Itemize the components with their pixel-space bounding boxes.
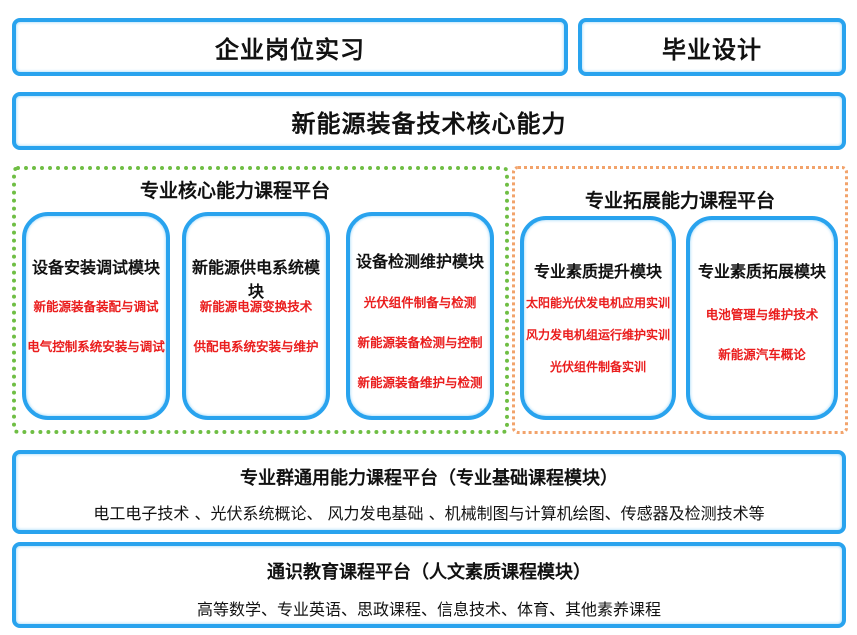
module-title: 设备检测维护模块 bbox=[355, 252, 484, 271]
liberal-platform-box: 通识教育课程平台（人文素质课程模块） 高等数学、专业英语、思政课程、信息技术、体… bbox=[12, 542, 846, 628]
module-title: 专业素质拓展模块 bbox=[697, 262, 826, 281]
graduation-label: 毕业设计 bbox=[662, 35, 762, 64]
module-item: 新能源装备装配与调试 bbox=[33, 299, 159, 314]
module-title: 专业素质提升模块 bbox=[533, 262, 662, 281]
module-title: 新能源供电系统模块 bbox=[191, 258, 320, 301]
module-item: 新能源汽车概论 bbox=[718, 347, 806, 362]
module-item: 新能源电源变换技术 bbox=[199, 299, 313, 314]
module-power-supply: 新能源供电系统模块 新能源电源变换技术 供配电系统安装与维护 bbox=[182, 212, 330, 420]
module-item: 太阳能光伏发电机应用实训 bbox=[525, 296, 670, 310]
general-platform-title: 专业群通用能力课程平台（专业基础课程模块） bbox=[240, 468, 618, 489]
internship-label: 企业岗位实习 bbox=[215, 35, 365, 64]
module-item: 电气控制系统安装与调试 bbox=[27, 339, 165, 354]
internship-box: 企业岗位实习 bbox=[12, 18, 568, 76]
core-platform-zone bbox=[12, 166, 509, 434]
module-item: 电池管理与维护技术 bbox=[705, 307, 819, 322]
module-item: 风力发电机组运行维护实训 bbox=[525, 328, 670, 342]
liberal-platform-title: 通识教育课程平台（人文素质课程模块） bbox=[267, 562, 591, 583]
core-platform-title: 专业核心能力课程平台 bbox=[139, 180, 330, 202]
core-ability-box: 新能源装备技术核心能力 bbox=[12, 92, 846, 150]
general-platform-courses: 电工电子技术 、光伏系统概论、 风力发电基础 、机械制图与计算机绘图、传感器及检… bbox=[93, 504, 765, 523]
module-inspect-maintain: 设备检测维护模块 光伏组件制备与检测 新能源装备检测与控制 新能源装备维护与检测 bbox=[346, 212, 494, 420]
core-ability-label: 新能源装备技术核心能力 bbox=[291, 109, 567, 138]
module-quality-expand: 专业素质拓展模块 电池管理与维护技术 新能源汽车概论 bbox=[686, 216, 838, 420]
liberal-platform-courses: 高等数学、专业英语、思政课程、信息技术、体育、其他素养课程 bbox=[196, 600, 661, 619]
module-item: 光伏组件制备实训 bbox=[549, 360, 646, 374]
general-platform-box: 专业群通用能力课程平台（专业基础课程模块） 电工电子技术 、光伏系统概论、 风力… bbox=[12, 450, 846, 534]
module-install-debug: 设备安装调试模块 新能源装备装配与调试 电气控制系统安装与调试 bbox=[22, 212, 170, 420]
module-item: 光伏组件制备与检测 bbox=[363, 295, 477, 310]
graduation-box: 毕业设计 bbox=[578, 18, 846, 76]
ext-platform-title: 专业拓展能力课程平台 bbox=[584, 190, 775, 212]
ext-platform-zone bbox=[512, 166, 848, 434]
module-quality-upgrade: 专业素质提升模块 太阳能光伏发电机应用实训 风力发电机组运行维护实训 光伏组件制… bbox=[520, 216, 676, 420]
module-item: 新能源装备检测与控制 bbox=[357, 335, 483, 350]
module-item: 供配电系统安装与维护 bbox=[193, 339, 319, 354]
module-title: 设备安装调试模块 bbox=[31, 258, 160, 277]
module-item: 新能源装备维护与检测 bbox=[357, 375, 483, 390]
